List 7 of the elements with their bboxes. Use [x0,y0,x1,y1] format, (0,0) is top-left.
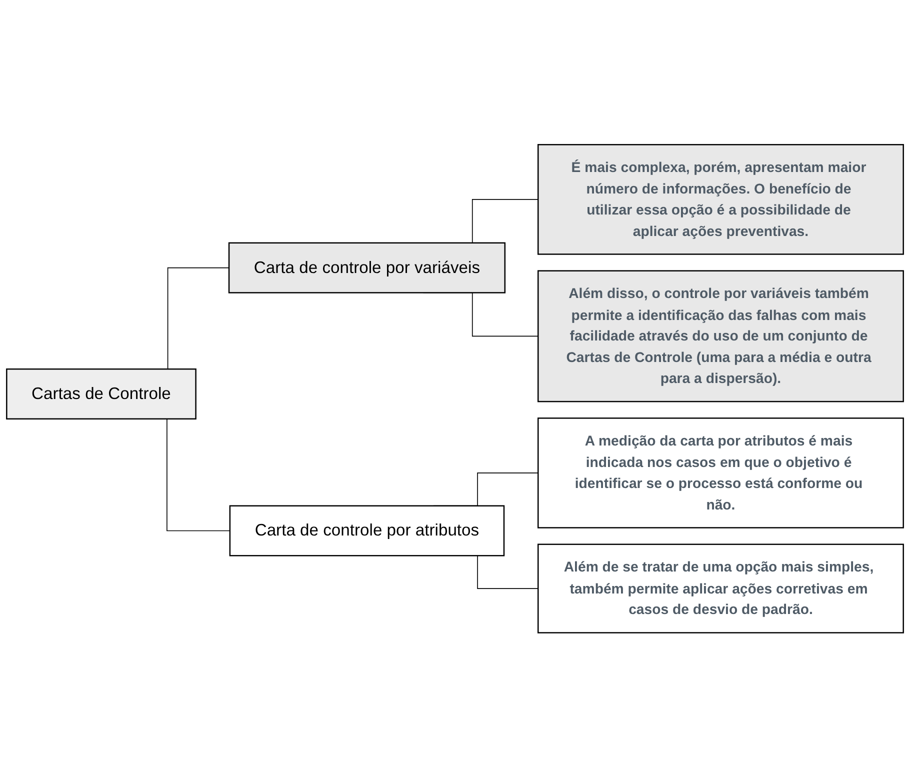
node-box: Além de se tratar de uma opção mais simples, também permite aplicar ações corretivas em casos de desvio de padrão. [537,544,904,634]
node-box: Além disso, o controle por variáveis também permite a identificação das falhas com mais facilidade através do uso de um conjunto de Cartas de Controle (uma para a média e outra para a dispersão). [537,270,904,402]
node-box: É mais complexa, porém, apresentam maior número de informações. O benefício de utilizar essa opção é a possibilidade de aplicar ações preventivas. [537,144,904,255]
node-box: Carta de controle por atributos [229,505,505,556]
node-box: Cartas de Controle [6,368,196,420]
node-box: Carta de controle por variáveis [228,242,506,294]
node-box: A medição da carta por atributos é mais indicada nos casos em que o objetivo é identificar se o processo está conforme ou não. [537,417,904,528]
